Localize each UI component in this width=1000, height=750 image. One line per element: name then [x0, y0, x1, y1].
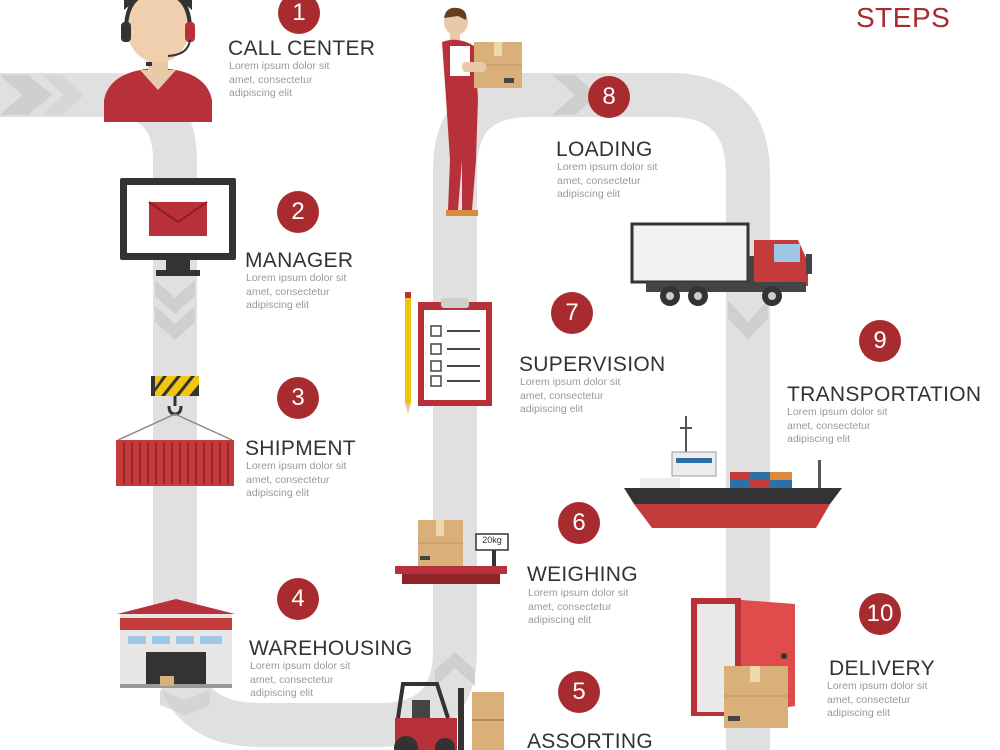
step-number-badge: 10 — [859, 593, 901, 635]
desc-line: amet, consectetur — [827, 693, 911, 706]
step-title: WAREHOUSING — [249, 637, 413, 660]
desc-line: amet, consectetur — [229, 73, 313, 86]
chevron-right-icon — [0, 75, 52, 115]
desc-line: adipiscing elit — [528, 614, 592, 626]
step-number-badge: 1 — [278, 0, 320, 34]
monitor-mail-icon — [120, 178, 236, 276]
desc-line: amet, consectetur — [528, 600, 612, 613]
step-title: SHIPMENT — [245, 437, 356, 460]
desc-line: adipiscing elit — [827, 707, 891, 719]
chevron-right-icon — [552, 75, 598, 115]
clipboard-icon — [405, 292, 492, 414]
chevron-down-icon — [155, 280, 195, 314]
desc-line: amet, consectetur — [557, 174, 641, 187]
chevron-right-icon — [42, 75, 84, 115]
step-title: CALL CENTER — [228, 37, 376, 60]
chevron-down-icon — [155, 306, 195, 340]
warehouse-icon — [117, 599, 235, 688]
operator-icon — [104, 0, 212, 122]
desc-line: adipiscing elit — [229, 87, 293, 99]
step-description: Lorem ipsum dolor sit amet, consectetur … — [528, 587, 628, 628]
step-description: Lorem ipsum dolor sit amet, consectetur … — [229, 60, 329, 101]
desc-line: Lorem ipsum dolor sit — [787, 406, 888, 418]
desc-line: Lorem ipsum dolor sit — [827, 680, 928, 692]
step-title: SUPERVISION — [519, 353, 666, 376]
desc-line: Lorem ipsum dolor sit — [528, 587, 629, 599]
process-path — [0, 73, 770, 750]
step-number-badge: 6 — [558, 502, 600, 544]
step-number-badge: 8 — [588, 76, 630, 118]
desc-line: adipiscing elit — [250, 687, 314, 699]
desc-line: adipiscing elit — [787, 433, 851, 445]
step-title: TRANSPORTATION — [787, 383, 982, 406]
desc-line: Lorem ipsum dolor sit — [520, 376, 621, 388]
step-number-badge: 3 — [277, 377, 319, 419]
step-number-badge: 4 — [277, 578, 319, 620]
step-title: LOADING — [556, 138, 653, 161]
desc-line: Lorem ipsum dolor sit — [250, 660, 351, 672]
step-title: ASSORTING — [527, 730, 654, 750]
step-title: WEIGHING — [527, 563, 638, 586]
step-description: Lorem ipsum dolor sit amet, consectetur … — [827, 680, 927, 721]
step-description: Lorem ipsum dolor sit amet, consectetur … — [787, 406, 887, 447]
desc-line: amet, consectetur — [246, 473, 330, 486]
desc-line: amet, consectetur — [250, 673, 334, 686]
step-title: MANAGER — [245, 249, 354, 272]
container-crane-icon — [116, 376, 234, 486]
step-description: Lorem ipsum dolor sit amet, consectetur … — [246, 460, 346, 501]
worker-box-icon — [442, 7, 522, 216]
step-number-badge: 5 — [558, 671, 600, 713]
cargo-ship-icon — [624, 416, 842, 528]
step-description: Lorem ipsum dolor sit amet, consectetur … — [520, 376, 620, 417]
step-number-badge: 9 — [859, 320, 901, 362]
chevron-arrows — [0, 75, 768, 715]
truck-icon — [630, 222, 812, 306]
desc-line: Lorem ipsum dolor sit — [246, 460, 347, 472]
step-description: Lorem ipsum dolor sit amet, consectetur … — [246, 272, 346, 313]
desc-line: amet, consectetur — [520, 389, 604, 402]
desc-line: Lorem ipsum dolor sit — [557, 161, 658, 173]
chevron-down-icon — [728, 300, 768, 340]
header-title: STEPS — [856, 2, 951, 33]
desc-line: amet, consectetur — [246, 285, 330, 298]
chevron-down-icon — [160, 690, 210, 715]
step-title: DELIVERY — [829, 657, 935, 680]
step-number-badge: 7 — [551, 292, 593, 334]
step-description: Lorem ipsum dolor sit amet, consectetur … — [557, 161, 657, 202]
desc-line: adipiscing elit — [246, 487, 310, 499]
chevron-up-icon — [435, 652, 475, 686]
desc-line: Lorem ipsum dolor sit — [229, 60, 330, 72]
step-number-badge: 2 — [277, 191, 319, 233]
scale-weight-label: 20kg — [482, 535, 502, 545]
forklift-icon — [394, 682, 504, 750]
desc-line: adipiscing elit — [557, 188, 621, 200]
desc-line: adipiscing elit — [246, 299, 310, 311]
desc-line: Lorem ipsum dolor sit — [246, 272, 347, 284]
scale-icon — [395, 520, 509, 584]
desc-line: amet, consectetur — [787, 419, 871, 432]
desc-line: adipiscing elit — [520, 403, 584, 415]
door-box-icon — [691, 598, 795, 728]
step-description: Lorem ipsum dolor sit amet, consectetur … — [250, 660, 350, 701]
